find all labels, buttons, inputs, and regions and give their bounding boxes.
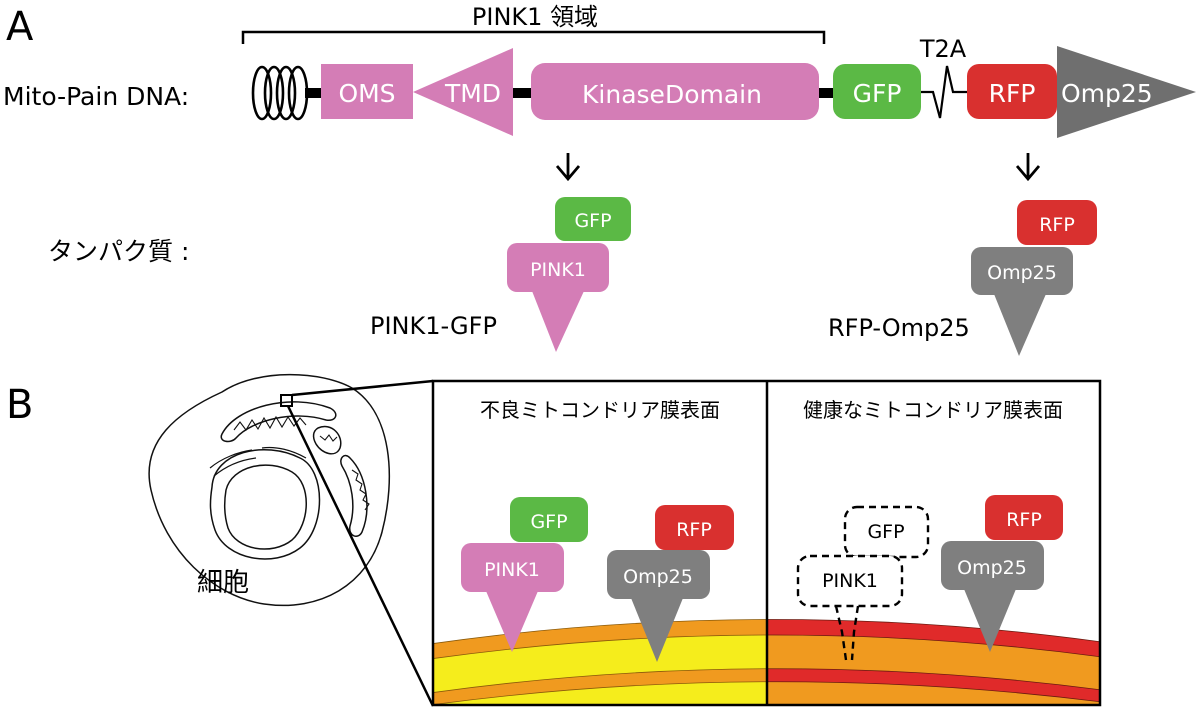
tmd-label: TMD <box>444 79 501 108</box>
healthy-rfp-label: RFP <box>1006 509 1042 531</box>
tmd-segment <box>413 48 513 136</box>
arrow-down-icon <box>555 153 581 182</box>
zoom-marker <box>280 394 293 407</box>
rfp-tag <box>1017 200 1097 245</box>
arrow-down-icon <box>1015 153 1041 182</box>
pink1-gfp-name: PINK1-GFP <box>370 312 497 340</box>
rfp-omp25-name: RFP-Omp25 <box>828 314 970 342</box>
healthy-pink1-label: PINK1 <box>822 570 878 592</box>
damaged-surface-title: 不良ミトコンドリア膜表面 <box>480 398 720 422</box>
pink1-gfp-tag <box>555 197 631 241</box>
damaged-rfp-label: RFP <box>676 519 712 541</box>
cell-label: 細胞 <box>197 568 249 598</box>
oms-label: OMS <box>338 79 395 108</box>
dna-label: Mito-Pain DNA: <box>3 82 189 111</box>
linker-coil-oms <box>305 88 322 98</box>
rfp-tag-label: RFP <box>1039 214 1075 236</box>
damaged-omp25-label: Omp25 <box>623 566 693 588</box>
gfp-segment <box>833 64 921 119</box>
healthy-rfp-omp25: RFP Omp25 <box>941 495 1063 652</box>
pink1-gfp-tag-label: GFP <box>574 210 611 232</box>
panel-b-letter: B <box>6 382 33 428</box>
kinase-domain-label: KinaseDomain <box>582 80 762 109</box>
omp25-body <box>971 247 1073 295</box>
oms-segment <box>321 64 413 119</box>
pink1-body-label: PINK1 <box>530 259 586 281</box>
zoom-line-top <box>291 379 434 397</box>
omp25-anchor <box>994 294 1046 356</box>
damaged-pink1-gfp: GFP PINK1 <box>461 497 588 652</box>
gfp-label: GFP <box>853 79 902 108</box>
protein-label: タンパク質 : <box>48 237 189 266</box>
kinase-domain-segment <box>531 63 819 120</box>
pink1-region-bracket <box>241 30 826 44</box>
panel-a-letter: A <box>6 4 34 50</box>
healthy-pink1-gfp-degraded <box>796 505 930 661</box>
rfp-label: RFP <box>989 79 1036 108</box>
damaged-gfp-label: GFP <box>530 511 567 533</box>
omp25-segment <box>1057 46 1196 138</box>
t2a-label: T2A <box>919 35 967 63</box>
cell-outline <box>148 373 391 606</box>
damaged-membrane <box>433 619 767 705</box>
t2a-linker <box>921 65 967 119</box>
linker-tmd-kinase <box>512 88 532 98</box>
damaged-pink1-label: PINK1 <box>484 559 540 581</box>
rfp-omp25-protein: RFP Omp25 <box>971 200 1097 356</box>
pink1-anchor <box>532 291 584 352</box>
rfp-segment <box>967 64 1057 119</box>
coil-icon <box>251 65 309 121</box>
damaged-rfp-omp25: RFP Omp25 <box>607 505 734 662</box>
healthy-omp25-label: Omp25 <box>957 557 1027 579</box>
omp25-label: Omp25 <box>1061 79 1153 108</box>
omp25-body-label: Omp25 <box>987 262 1057 284</box>
healthy-membrane <box>767 619 1100 705</box>
zoom-line-bottom <box>286 405 435 707</box>
healthy-gfp-label: GFP <box>867 521 904 543</box>
pink1-gfp-protein: GFP PINK1 <box>507 197 631 352</box>
cell-illustration <box>148 373 391 606</box>
linker-kinase-gfp <box>818 88 834 98</box>
healthy-surface-title: 健康なミトコンドリア膜表面 <box>803 398 1063 422</box>
pink1-body <box>507 243 609 292</box>
pink1-region-label: PINK1 領域 <box>472 3 598 31</box>
